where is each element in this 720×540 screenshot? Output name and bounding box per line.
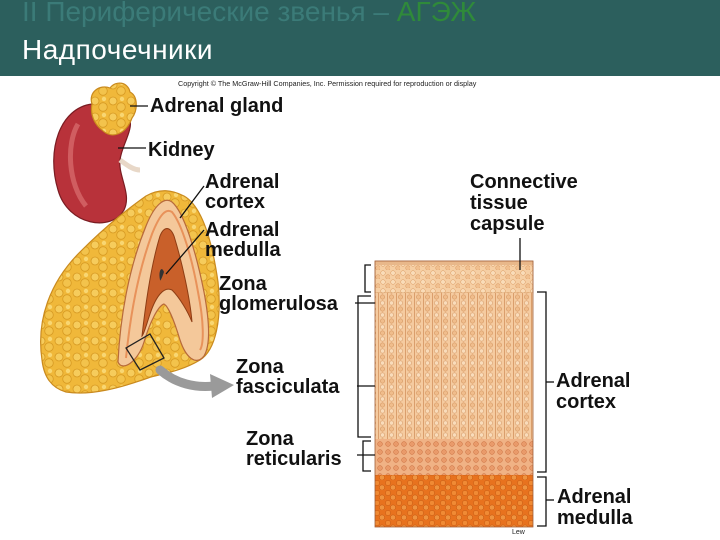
label-capsule-2: tissue — [470, 192, 528, 214]
title-part2: АГЭЖ — [396, 0, 477, 27]
label-adrenal-cortex-right-2: cortex — [556, 391, 617, 413]
label-adrenal-gland: Adrenal gland — [150, 95, 284, 117]
label-adrenal-medulla-left-1: Adrenal — [205, 219, 280, 241]
label-kidney: Kidney — [148, 139, 215, 161]
histology-section — [374, 260, 534, 528]
label-adrenal-cortex-left-2: cortex — [205, 191, 266, 213]
label-capsule-1: Connective — [470, 171, 578, 193]
label-adrenal-medulla-right-2: medulla — [557, 507, 633, 529]
label-adrenal-medulla-right-1: Adrenal — [557, 486, 632, 508]
copyright-notice: Copyright © The McGraw-Hill Companies, I… — [178, 79, 477, 88]
label-zona-fasciculata-1: Zona — [236, 356, 284, 378]
label-zona-reticularis-2: reticularis — [246, 448, 342, 470]
slide-header: II Периферические звенья – АГЭЖ Надпочеч… — [0, 0, 720, 76]
title-part1: II Периферические звенья – — [22, 0, 397, 27]
slide-title-line2: Надпочечники — [22, 34, 214, 65]
artist-signature: Lew — [512, 529, 525, 536]
slide-title-line1: II Периферические звенья – АГЭЖ — [22, 0, 476, 28]
label-zona-glomerulosa-2: glomerulosa — [219, 293, 338, 315]
label-zona-fasciculata-2: fasciculata — [236, 376, 340, 398]
adrenal-gland-drawing — [90, 82, 137, 136]
label-adrenal-medulla-left-2: medulla — [205, 239, 281, 261]
magnify-arrow — [155, 365, 234, 398]
label-zona-glomerulosa-1: Zona — [219, 273, 267, 295]
adrenal-cross-section — [40, 190, 220, 394]
label-zona-reticularis-1: Zona — [246, 428, 294, 450]
label-adrenal-cortex-left-1: Adrenal — [205, 171, 280, 193]
leader-lines — [118, 105, 554, 527]
label-adrenal-cortex-right-1: Adrenal — [556, 370, 631, 392]
label-capsule-3: capsule — [470, 213, 545, 235]
